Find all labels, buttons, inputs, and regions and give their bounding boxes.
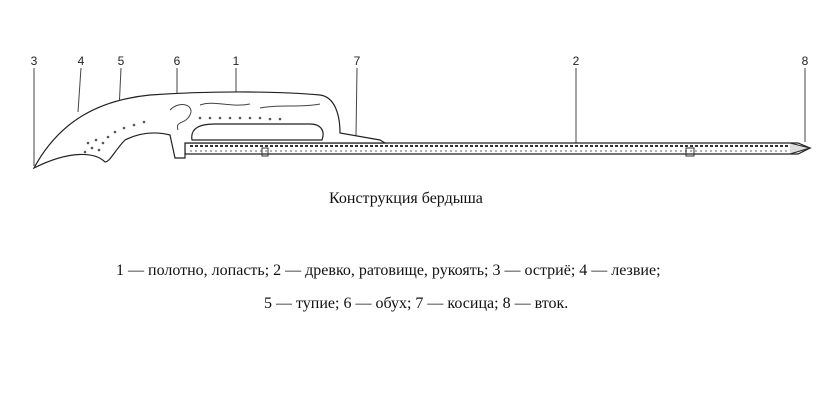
leader-7	[355, 67, 358, 137]
leader-4	[77, 67, 82, 113]
blade-dots	[83, 116, 282, 154]
diagram-title: Конструкция бердыша	[329, 190, 483, 207]
label-5: 5	[118, 54, 125, 68]
blade-ornament	[169, 102, 321, 131]
label-6: 6	[174, 54, 181, 68]
label-2: 2	[573, 54, 580, 68]
label-8: 8	[802, 54, 809, 68]
label-4: 4	[78, 54, 85, 68]
leader-lines	[33, 67, 806, 166]
label-1: 1	[233, 54, 240, 68]
legend-line-2: 5 — тупие; 6 — обух; 7 — косица; 8 — вто…	[264, 295, 569, 312]
blade	[32, 91, 388, 170]
label-7: 7	[354, 54, 361, 68]
shaft	[184, 142, 812, 157]
label-3: 3	[31, 54, 38, 68]
legend-line-1: 1 — полотно, лопасть; 2 — древко, ратови…	[116, 262, 661, 279]
